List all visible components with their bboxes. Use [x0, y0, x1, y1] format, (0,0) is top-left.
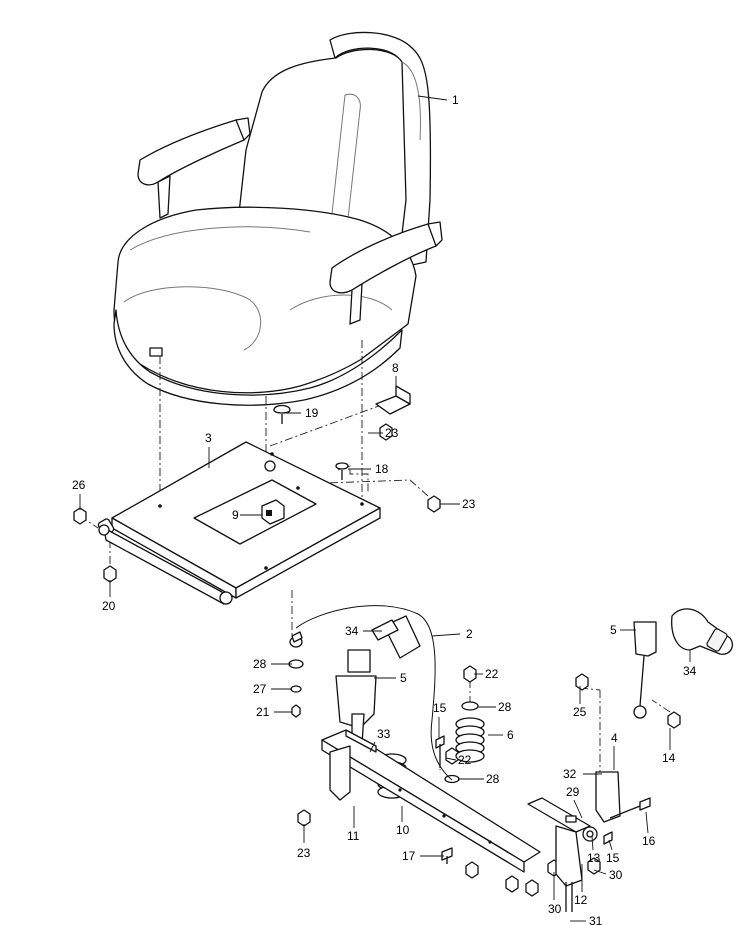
- callout-c20: 20: [102, 599, 116, 613]
- callout-c28b: 28: [498, 700, 512, 714]
- leader-line-c30b: [593, 869, 607, 875]
- callout-c8: 8: [392, 361, 399, 375]
- callout-c14: 14: [662, 751, 676, 765]
- belt-right: [633, 608, 734, 729]
- front-rail: [527, 771, 621, 887]
- callout-c23c: 23: [297, 846, 311, 860]
- callout-c15a: 15: [433, 701, 447, 715]
- callout-c1: 1: [452, 93, 459, 107]
- callout-c32: 32: [563, 767, 577, 781]
- callout-c33: 33: [377, 727, 391, 741]
- callout-c17: 17: [402, 849, 416, 863]
- leader-line-c33: [369, 741, 376, 753]
- callout-c30b: 30: [609, 868, 623, 882]
- leader-line-c15b: [608, 839, 613, 851]
- callout-c23b: 23: [462, 497, 476, 511]
- callout-c28c: 28: [486, 772, 500, 786]
- callout-c26: 26: [72, 478, 86, 492]
- callout-c23a: 23: [385, 426, 399, 440]
- callout-labels: 1234556891011121314151516171819202122222…: [72, 93, 697, 925]
- leader-line-c1: [417, 95, 448, 101]
- suspension-bar: [321, 729, 541, 873]
- bolts: [435, 735, 651, 912]
- callout-c2: 2: [466, 627, 473, 641]
- spring-6: [455, 717, 485, 763]
- callout-c27: 27: [253, 682, 267, 696]
- callout-c28a: 28: [253, 657, 267, 671]
- callout-c11: 11: [347, 829, 360, 843]
- leader-line-c13: [591, 835, 594, 851]
- pins: [273, 404, 349, 480]
- callout-c10: 10: [396, 823, 410, 837]
- callout-c15b: 15: [606, 851, 620, 865]
- leader-line-c22b: [445, 757, 457, 761]
- switch-cable: [289, 605, 453, 781]
- callout-c12: 12: [574, 893, 588, 907]
- belt-left: [335, 615, 421, 745]
- callout-c9: 9: [232, 508, 239, 522]
- seat-switch: [261, 499, 285, 525]
- leader-line-c16: [645, 811, 649, 834]
- callout-c25: 25: [573, 705, 587, 719]
- callout-c22b: 22: [458, 753, 472, 767]
- callout-c5b: 5: [610, 623, 617, 637]
- callout-c21: 21: [256, 705, 270, 719]
- bracket-8: [375, 385, 411, 415]
- callout-c34b: 34: [683, 664, 697, 678]
- callout-c31: 31: [589, 914, 603, 925]
- callout-c13: 13: [587, 851, 601, 865]
- leader-lines: [79, 95, 691, 922]
- callout-c30a: 30: [548, 902, 562, 916]
- callout-c34a: 34: [345, 624, 359, 638]
- seat-assembly: [113, 31, 443, 406]
- callout-c19: 19: [305, 406, 319, 420]
- callout-c3: 3: [205, 431, 212, 445]
- leader-line-c2: [431, 633, 461, 637]
- callout-c5a: 5: [400, 671, 407, 685]
- callout-c4: 4: [611, 731, 618, 745]
- callout-c6: 6: [507, 728, 514, 742]
- callout-c29: 29: [566, 785, 580, 799]
- nuts-and-washers: [73, 423, 601, 897]
- leader-line-c29: [573, 799, 583, 819]
- callout-c22a: 22: [485, 667, 499, 681]
- callout-c16: 16: [642, 834, 656, 848]
- callout-c18: 18: [375, 462, 389, 476]
